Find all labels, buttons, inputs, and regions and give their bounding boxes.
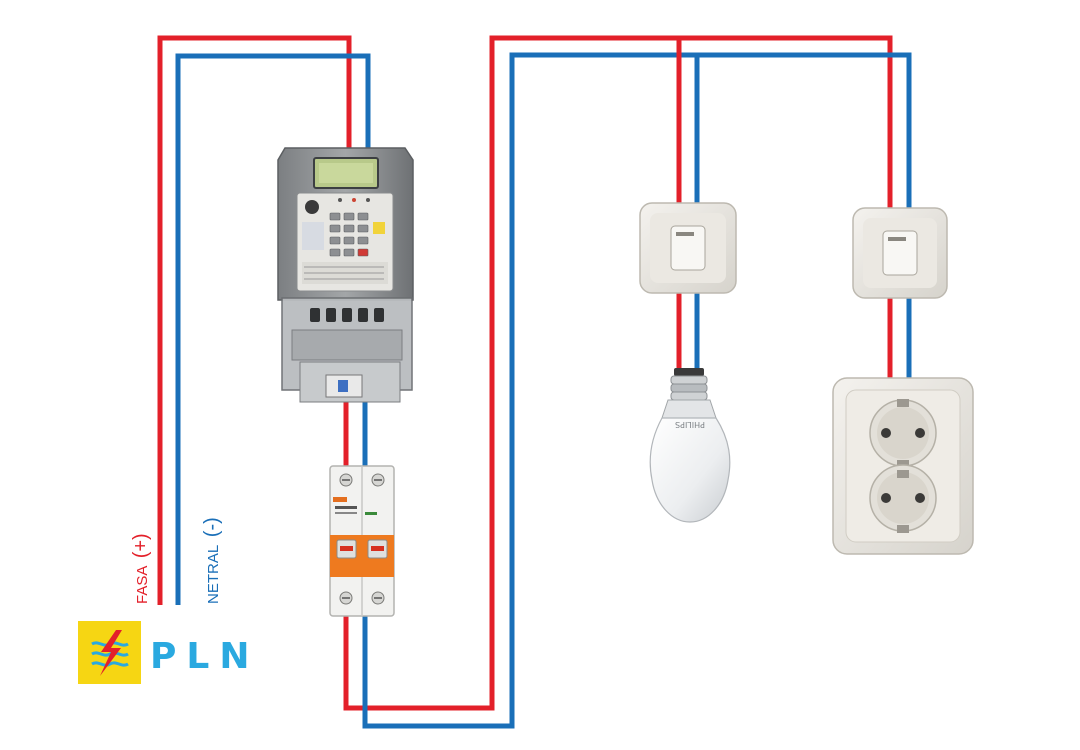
wires — [157, 35, 912, 729]
led-bulb: PHILIPS — [649, 368, 731, 523]
lamp-switch — [639, 202, 737, 294]
neutral-label: NETRAL (-) — [201, 517, 223, 604]
socket-switch — [852, 207, 948, 299]
neutral-label-text: NETRAL — [205, 545, 222, 604]
meter-keypad — [329, 212, 369, 257]
neutral-wire-supply — [175, 53, 371, 605]
pln-logo: PLN — [78, 621, 259, 684]
phase-label-text: FASA — [134, 566, 151, 604]
mcb-breaker — [329, 465, 395, 617]
phase-wire-distribution — [343, 35, 893, 711]
bulb-brand-text: PHILIPS — [675, 420, 705, 429]
neutral-wire-distribution — [362, 52, 912, 729]
socket-outlet-bottom — [869, 464, 937, 533]
phase-label-sign: (+) — [130, 533, 152, 558]
kwh-meter — [277, 147, 414, 403]
socket-outlet-top — [869, 399, 937, 468]
phase-wire-supply — [157, 35, 352, 605]
double-wall-socket — [832, 377, 974, 555]
socket-switch-rocker — [882, 230, 918, 276]
svg-text:NETRAL (-): NETRAL (-) — [201, 517, 223, 604]
svg-text:FASA (+): FASA (+) — [130, 533, 152, 604]
neutral-label-sign: (-) — [201, 517, 223, 537]
phase-label: FASA (+) — [130, 533, 152, 604]
pln-lightning-logo-icon — [78, 621, 141, 684]
brand-name: PLN — [150, 636, 259, 677]
lamp-switch-rocker — [670, 225, 706, 271]
